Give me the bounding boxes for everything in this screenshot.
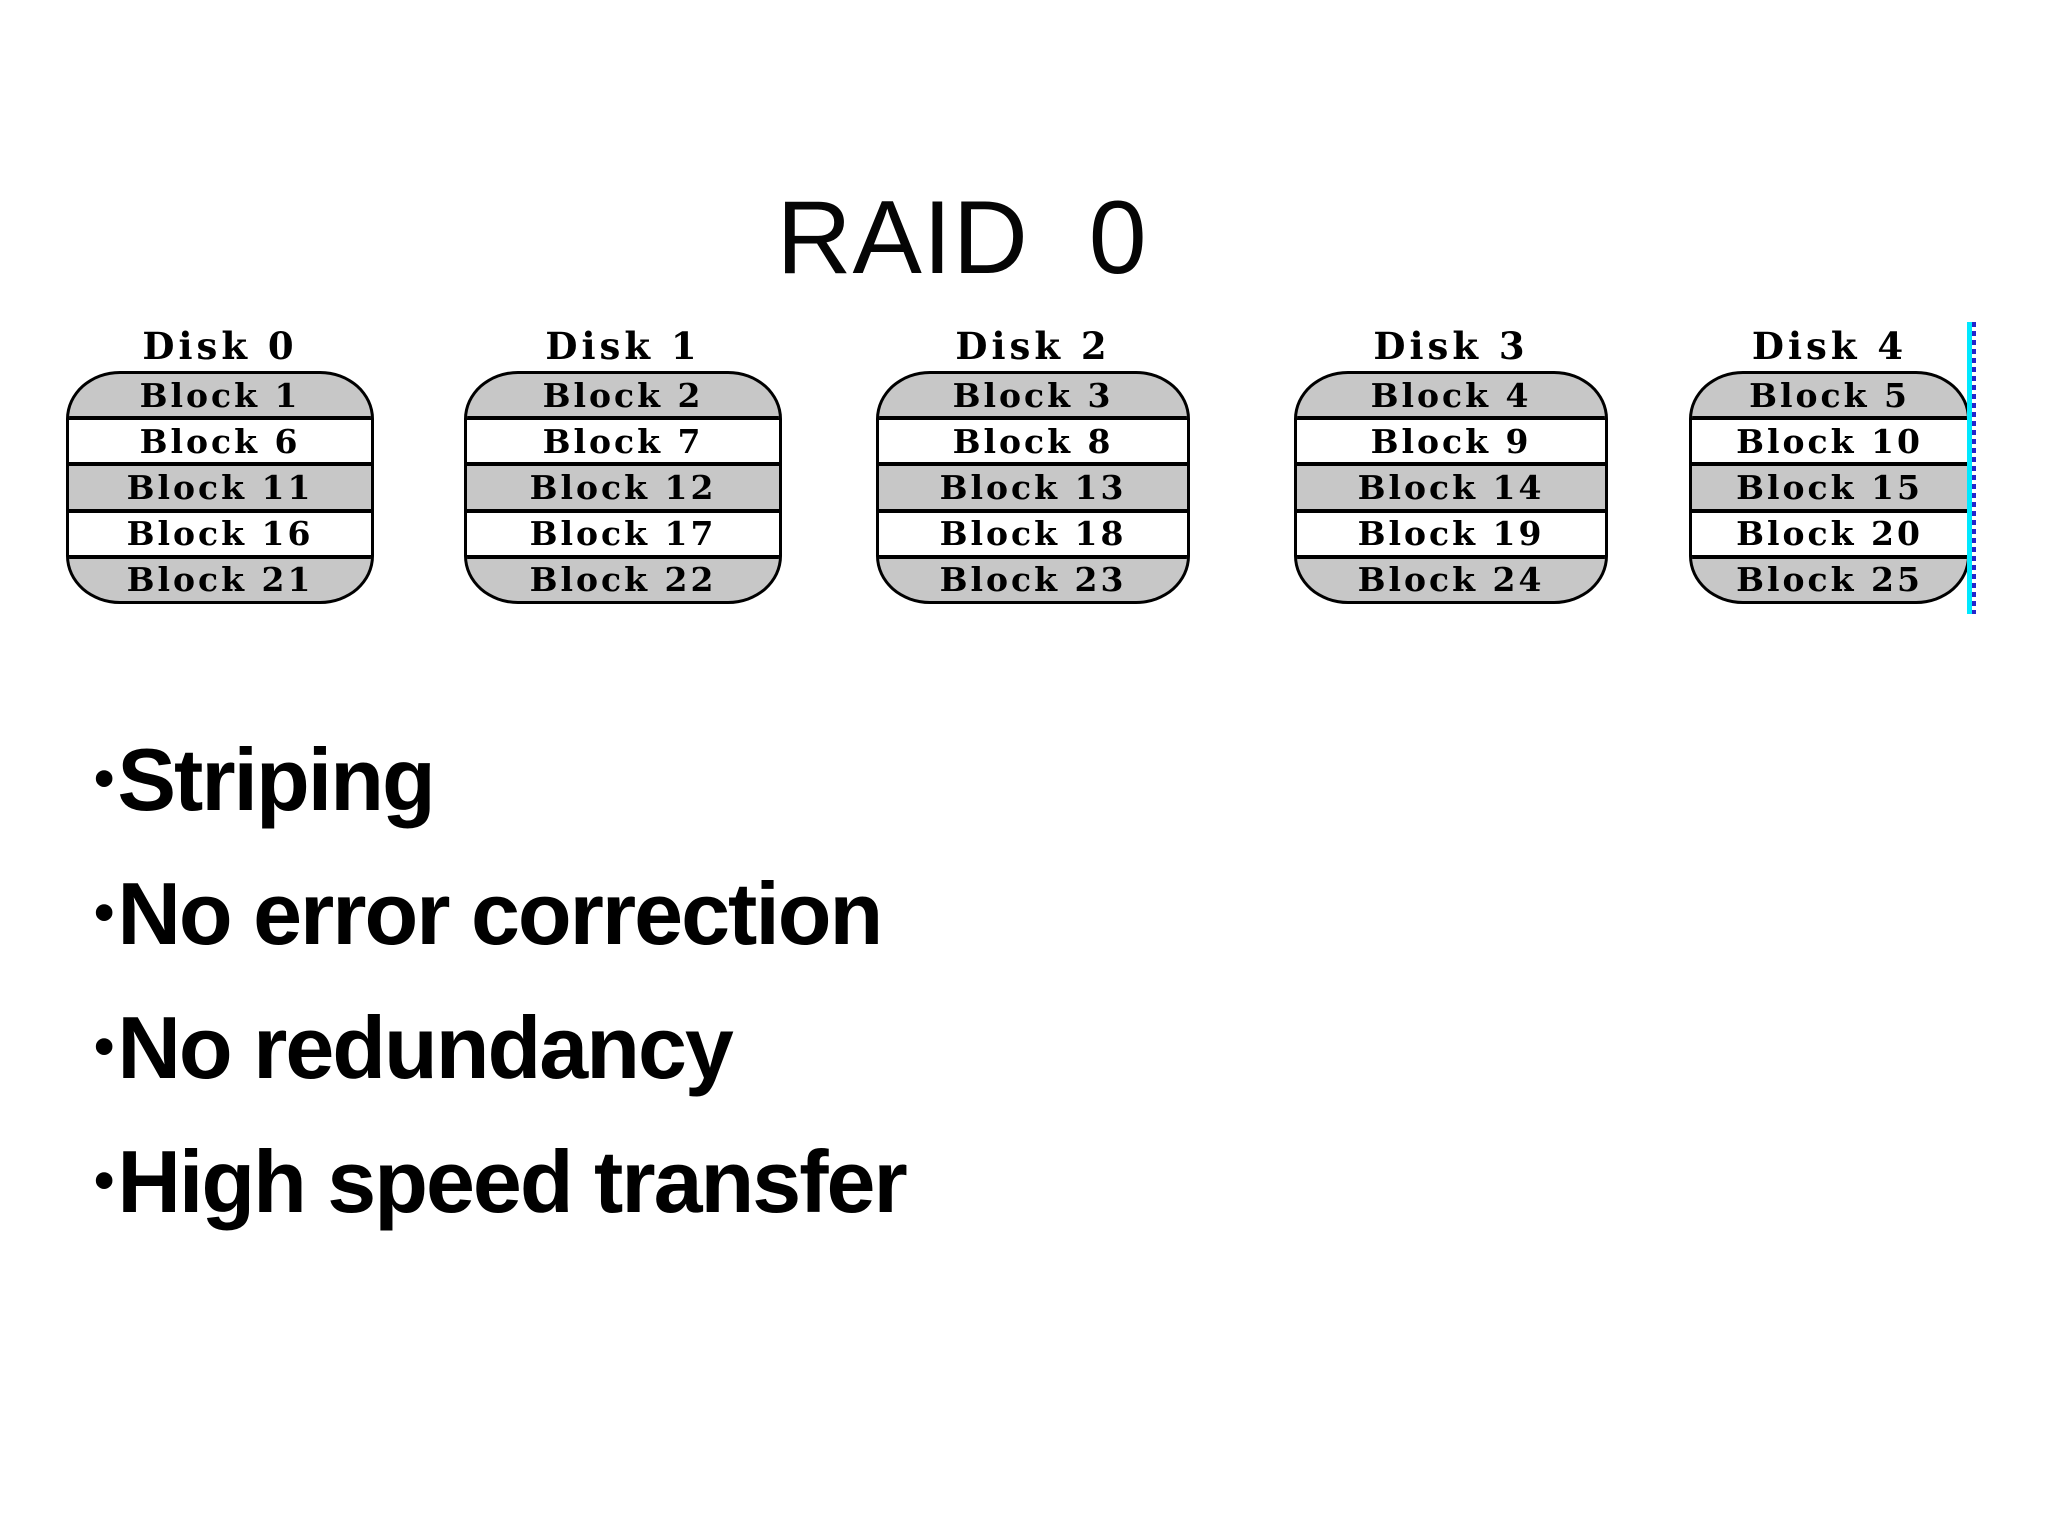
disk-0-block-21: Block 21 (69, 554, 371, 601)
disk-2-block-3: Block 3 (879, 374, 1187, 417)
disk-3-block-24: Block 24 (1297, 554, 1605, 601)
bullet-item-high-speed-transfer: •High speed transfer (94, 1114, 908, 1248)
disk-4-diagram: Disk 4 Block 5 Block 10 Block 15 Block 2… (1689, 326, 1970, 604)
disk-2-block-23: Block 23 (879, 554, 1187, 601)
disk-1-block-2: Block 2 (467, 374, 779, 417)
disk-1-block-7: Block 7 (467, 416, 779, 463)
disk-0-label: Disk 0 (142, 324, 298, 368)
disk-2-block-8: Block 8 (879, 416, 1187, 463)
disk-3-block-19: Block 19 (1297, 508, 1605, 555)
disk-3-label: Disk 3 (1373, 324, 1529, 368)
cursor-cyan-bar (1967, 322, 1972, 614)
disk-0-block-11: Block 11 (69, 462, 371, 509)
edit-cursor-line (1967, 322, 1977, 614)
slide-title: RAID 0 (776, 180, 1148, 296)
disk-1-block-12: Block 12 (467, 462, 779, 509)
disk-3-block-9: Block 9 (1297, 416, 1605, 463)
bullet-item-striping: •Striping (94, 712, 906, 846)
disk-4-cylinder: Block 5 Block 10 Block 15 Block 20 Block… (1689, 371, 1970, 604)
disk-1-cylinder: Block 2 Block 7 Block 12 Block 17 Block … (464, 371, 782, 604)
bullet-dot: • (94, 746, 115, 811)
disk-2-block-18: Block 18 (879, 508, 1187, 555)
bullet-dot: • (94, 880, 115, 945)
disk-4-block-20: Block 20 (1692, 508, 1967, 555)
disk-4-block-5: Block 5 (1692, 374, 1967, 417)
bullet-item-no-error-correction: •No error correction (94, 846, 906, 980)
disk-3-cylinder: Block 4 Block 9 Block 14 Block 19 Block … (1294, 371, 1608, 604)
disk-0-block-16: Block 16 (69, 508, 371, 555)
bullet-list: •Striping •No error correction •No redun… (94, 712, 908, 1248)
disk-4-block-10: Block 10 (1692, 416, 1967, 463)
bullet-text: No redundancy (117, 998, 734, 1097)
disk-1-diagram: Disk 1 Block 2 Block 7 Block 12 Block 17… (464, 326, 782, 604)
disk-4-block-15: Block 15 (1692, 462, 1967, 509)
disk-2-cylinder: Block 3 Block 8 Block 13 Block 18 Block … (876, 371, 1190, 604)
bullet-text: Striping (117, 730, 435, 829)
disk-2-block-13: Block 13 (879, 462, 1187, 509)
disk-1-block-17: Block 17 (467, 508, 779, 555)
disk-0-block-6: Block 6 (69, 416, 371, 463)
bullet-dot: • (94, 1014, 115, 1079)
disk-2-diagram: Disk 2 Block 3 Block 8 Block 13 Block 18… (876, 326, 1190, 604)
disk-3-block-14: Block 14 (1297, 462, 1605, 509)
disk-1-block-22: Block 22 (467, 554, 779, 601)
disk-1-label: Disk 1 (545, 324, 701, 368)
disk-4-block-25: Block 25 (1692, 554, 1967, 601)
bullet-item-no-redundancy: •No redundancy (94, 980, 906, 1114)
disk-0-diagram: Disk 0 Block 1 Block 6 Block 11 Block 16… (66, 326, 374, 604)
bullet-text: High speed transfer (117, 1132, 907, 1231)
disk-3-block-4: Block 4 (1297, 374, 1605, 417)
bullet-text: No error correction (117, 864, 883, 963)
disk-3-diagram: Disk 3 Block 4 Block 9 Block 14 Block 19… (1294, 326, 1608, 604)
disk-0-block-1: Block 1 (69, 374, 371, 417)
cursor-blue-dashes (1972, 322, 1976, 614)
disk-0-cylinder: Block 1 Block 6 Block 11 Block 16 Block … (66, 371, 374, 604)
disk-4-label: Disk 4 (1751, 324, 1908, 368)
bullet-dot: • (94, 1148, 115, 1213)
disk-2-label: Disk 2 (955, 324, 1111, 368)
